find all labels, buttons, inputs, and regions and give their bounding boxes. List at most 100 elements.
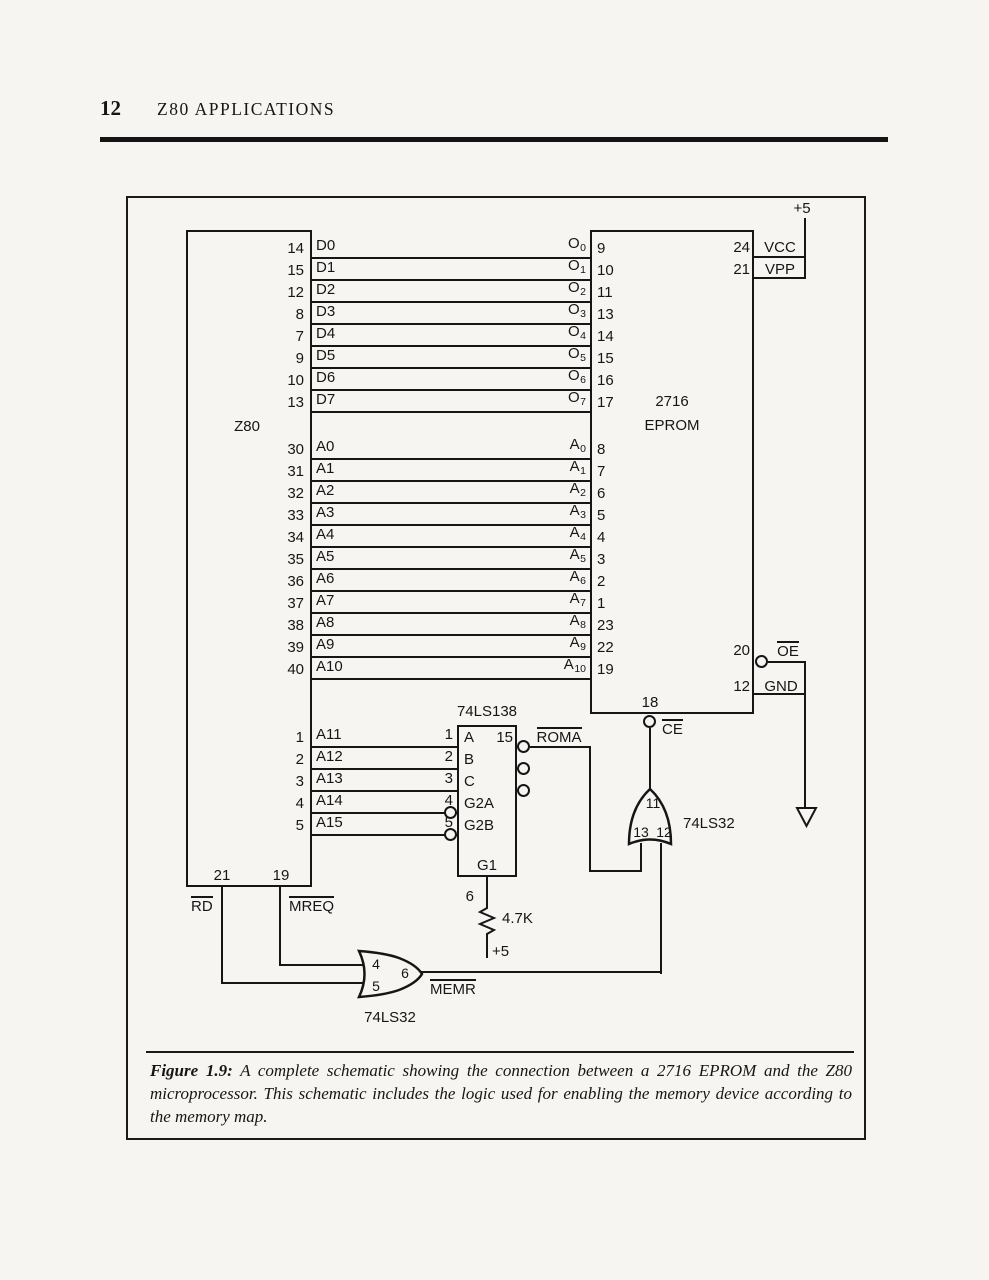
- vcc-label: VCC: [764, 239, 796, 256]
- z80-pin-number: 12: [287, 283, 304, 301]
- plus5-wire: [804, 218, 806, 279]
- z80-signal-label: A12: [316, 748, 343, 765]
- eprom-signal-label: A8: [569, 612, 586, 631]
- z80-signal-label: D2: [316, 281, 336, 298]
- eprom-signal-label: A4: [569, 524, 586, 543]
- z80-signal-label: A15: [316, 814, 343, 831]
- gnd-wire: [754, 693, 806, 695]
- decoder-input-label: C: [464, 772, 475, 790]
- z80-pin-number: 13: [287, 393, 304, 411]
- oe-pin-number: 20: [733, 642, 750, 659]
- eprom-pin-number: 5: [597, 506, 606, 524]
- data-wire: D6 O6: [312, 367, 590, 391]
- vpp-pin-number: 21: [733, 261, 750, 278]
- decoder-pin-number: 5: [444, 814, 453, 831]
- z80-signal-label: A0: [316, 438, 335, 455]
- vpp-label: VPP: [764, 261, 795, 278]
- eprom-pin-number: 15: [597, 349, 614, 367]
- page-title: Z80 APPLICATIONS: [157, 99, 336, 119]
- gate-output-pin-number: 11: [645, 795, 661, 811]
- eprom-part-label: 2716: [655, 393, 689, 410]
- z80-pin-number: 4: [295, 794, 304, 812]
- header-rule: [100, 137, 888, 142]
- address-wire: A5 A5: [312, 546, 590, 570]
- eprom-pin-number: 7: [597, 462, 606, 480]
- eprom-pin-number: 22: [597, 638, 614, 656]
- eprom-signal-label: A6: [569, 568, 586, 587]
- z80-pin-number: 3: [295, 772, 304, 790]
- address-wire: A0 A0: [312, 436, 590, 460]
- roma-wire-bottom: [589, 870, 641, 872]
- gate-input-pin-number: 13: [633, 824, 649, 840]
- z80-signal-label: A4: [316, 526, 335, 543]
- rd-label: RD: [191, 896, 213, 915]
- decoder-g1-label: G1: [476, 857, 497, 874]
- ground-icon: [795, 807, 818, 829]
- z80-pin-number: 37: [287, 594, 304, 612]
- vcc-wire: [754, 256, 806, 258]
- z80-pin-number: 32: [287, 484, 304, 502]
- gate-input-pin-number: 5: [372, 978, 380, 994]
- eprom-signal-label: O3: [567, 301, 586, 320]
- eprom-signal-label: O2: [567, 279, 586, 298]
- eprom-signal-label: A0: [569, 436, 586, 455]
- eprom-type-label: EPROM: [644, 417, 700, 434]
- z80-signal-label: D4: [316, 325, 336, 342]
- eprom-signal-label: O0: [567, 235, 586, 254]
- z80-signal-label: D6: [316, 369, 336, 386]
- rd-wire-vertical: [221, 887, 223, 984]
- z80-signal-label: A9: [316, 636, 335, 653]
- z80-signal-label: A6: [316, 570, 335, 587]
- decoder-input-label: A: [464, 728, 475, 746]
- z80-pin-number: 9: [295, 349, 304, 367]
- decoder-output-bubble-icon: [517, 784, 530, 797]
- z80-pin-number: 2: [295, 750, 304, 768]
- supply-plus5-label: +5: [793, 200, 811, 217]
- z80-pin-number: 1: [295, 728, 304, 746]
- decoder-pin-number: 3: [444, 770, 453, 787]
- z80-signal-label: A13: [316, 770, 343, 787]
- data-bus-row: 12 D2 O2 11: [186, 279, 656, 303]
- z80-pin-number: 33: [287, 506, 304, 524]
- oe-label: OE: [777, 641, 799, 660]
- decode-wire: A13 3: [312, 770, 457, 792]
- eprom-pin-number: 3: [597, 550, 606, 568]
- or-gate-icon: [356, 949, 424, 999]
- eprom-signal-label: O4: [567, 323, 586, 342]
- z80-pin-number: 38: [287, 616, 304, 634]
- z80-signal-label: A5: [316, 548, 335, 565]
- z80-pin-number: 15: [287, 261, 304, 279]
- eprom-pin-number: 11: [597, 283, 613, 301]
- eprom-signal-label: A5: [569, 546, 586, 565]
- figure-caption-text: A complete schematic showing the connect…: [150, 1061, 852, 1126]
- ce-pin-number: 18: [641, 694, 659, 711]
- eprom-pin-number: 10: [597, 261, 614, 279]
- gate-in13-stub: [640, 843, 642, 872]
- z80-pin-number: 14: [287, 239, 304, 257]
- decoder-pin-number: 4: [444, 792, 453, 809]
- z80-signal-label: D3: [316, 303, 336, 320]
- eprom-signal-label: O6: [567, 367, 586, 386]
- gate-chip-label: 74LS32: [683, 815, 735, 832]
- memr-wire: [420, 971, 661, 973]
